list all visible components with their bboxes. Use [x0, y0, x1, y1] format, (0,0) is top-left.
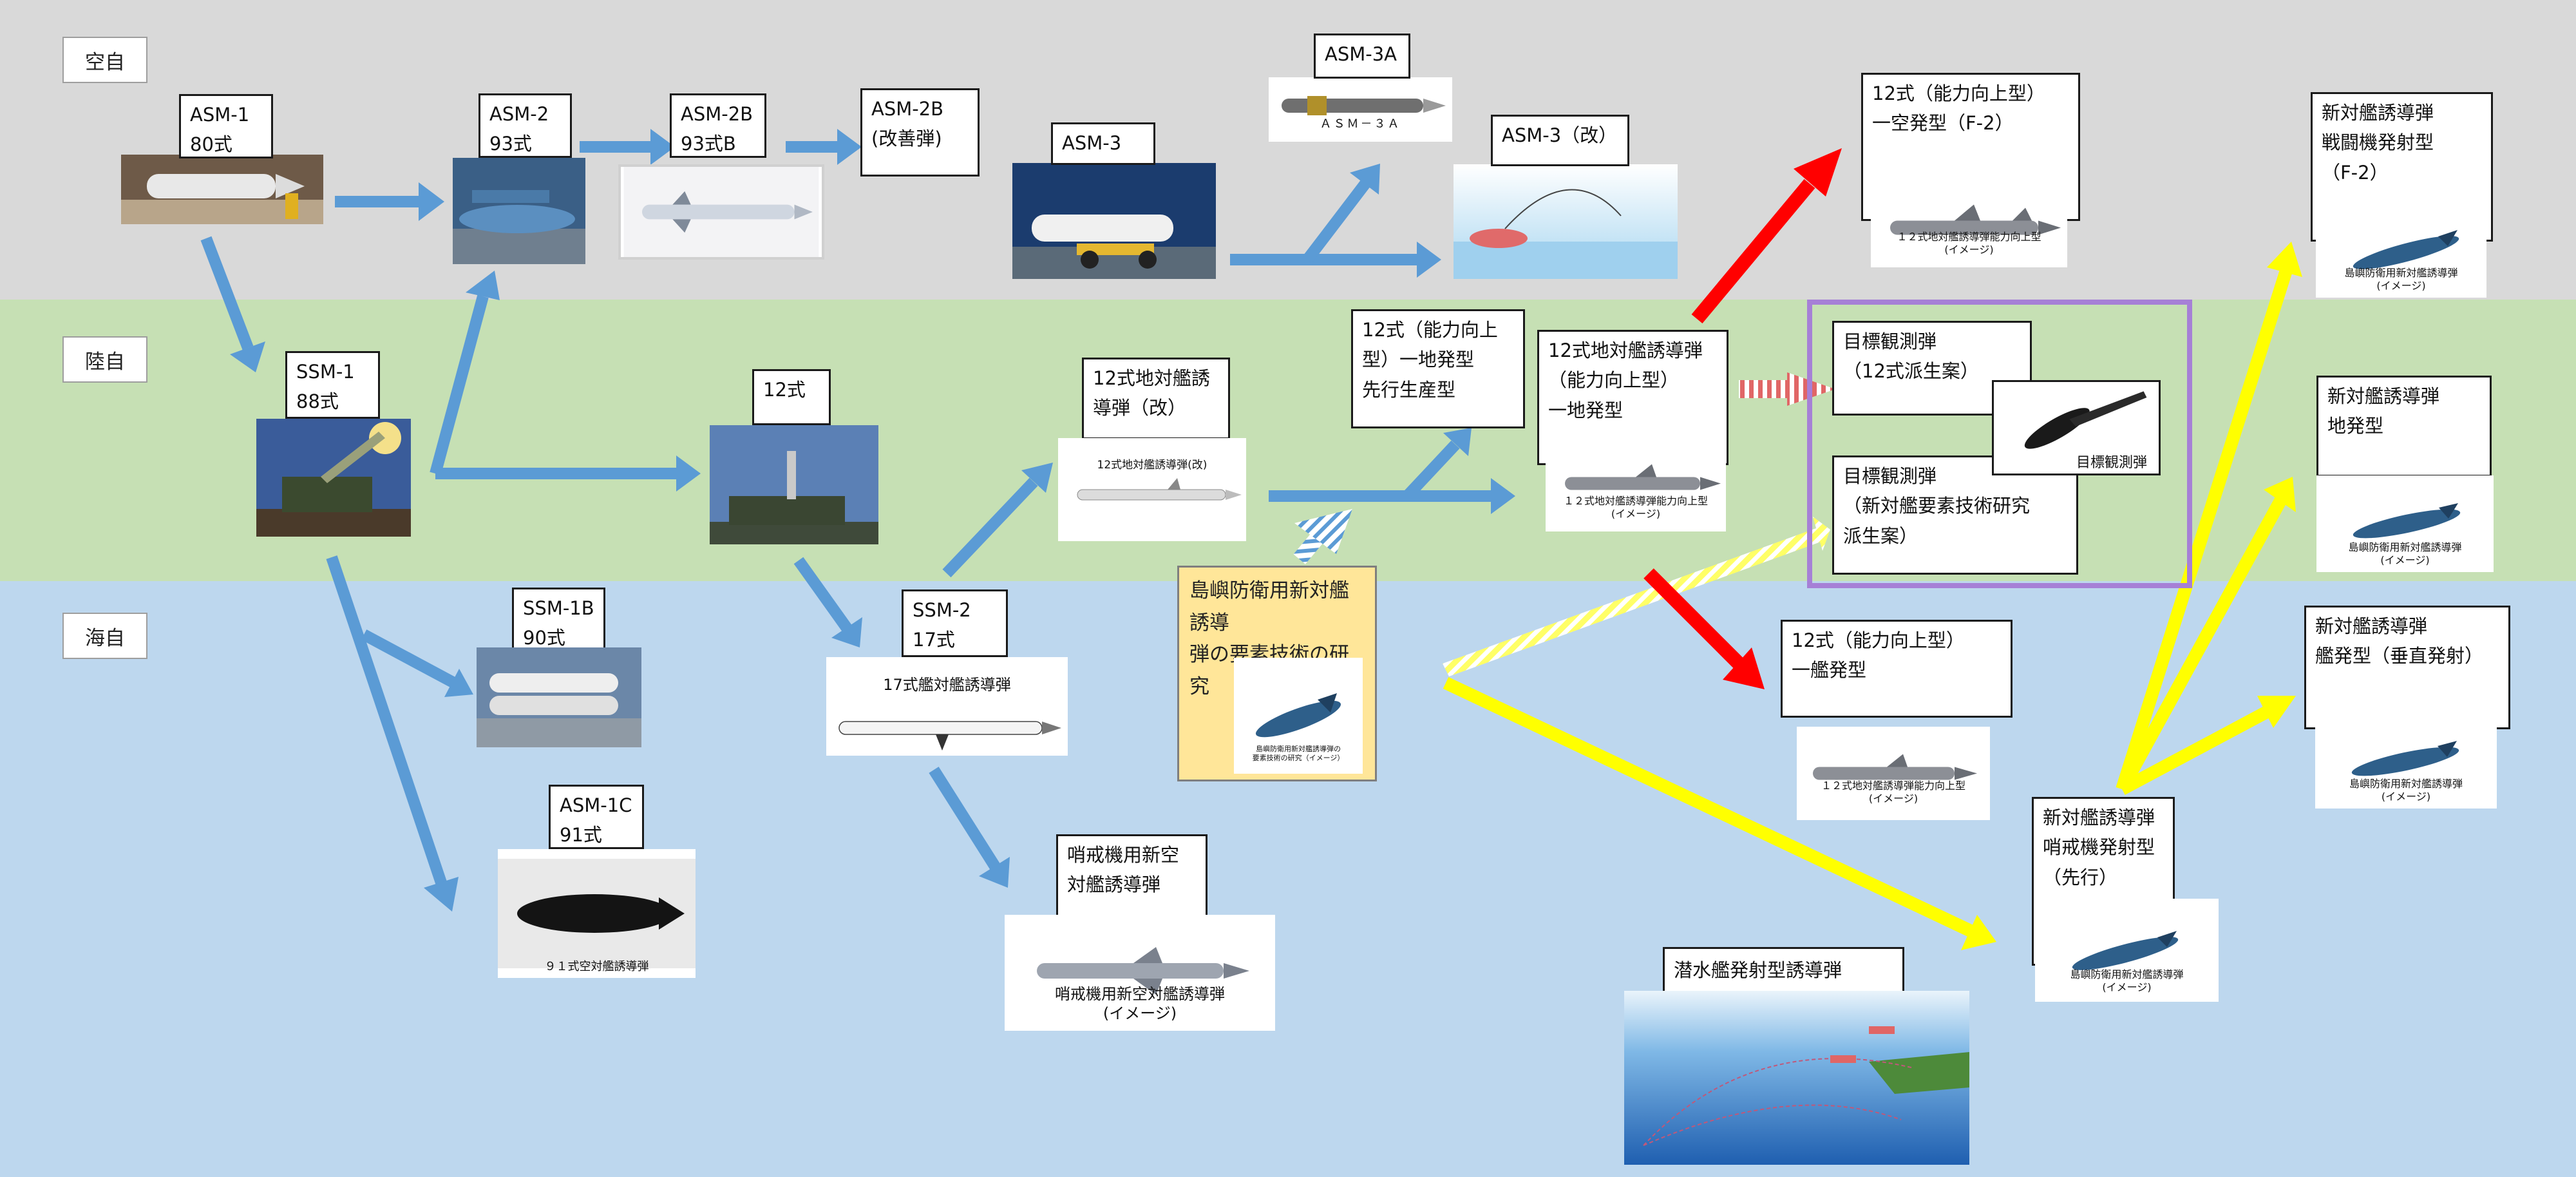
node-asm1: ASM-1 80式	[179, 94, 273, 158]
node-asm3: ASM-3	[1051, 122, 1155, 165]
12-ship-missile-img: １２式地対艦誘導弾能力向上型 (イメージ)	[1797, 727, 1990, 820]
new-patrol-caption: 島嶼防衛用新対艦誘導弾 (イメージ)	[2070, 968, 2184, 993]
ssm2-missile-img: 17式艦対艦誘導弾	[826, 657, 1068, 756]
12-ship-caption: １２式地対艦誘導弾能力向上型 (イメージ)	[1821, 780, 1965, 805]
new-ground-missile-img: 島嶼防衛用新対艦誘導弾 (イメージ)	[2316, 475, 2494, 572]
sea-label: 海自	[62, 613, 147, 659]
node-asm2b-improved: ASM-2B (改善弾)	[860, 88, 980, 177]
research-missile-img: 島嶼防衛用新対艦誘導弾の 要素技術の研究（イメージ）	[1234, 658, 1363, 774]
node-asm2: ASM-2 93式	[478, 93, 572, 158]
12-air-missile-caption: １２式地対艦誘導弾能力向上型 (イメージ)	[1897, 231, 2041, 256]
ssm1b-photo	[477, 647, 641, 747]
node-12-production: 12式（能力向上 型）一地発型 先行生産型	[1351, 309, 1525, 428]
patrol-caption: 哨戒機用新空対艦誘導弾 (イメージ)	[1055, 985, 1225, 1022]
new-patrol-missile-img: 島嶼防衛用新対艦誘導弾 (イメージ)	[2035, 899, 2219, 1002]
asm3a-caption: ＡＳＭ－３Ａ	[1320, 117, 1401, 131]
asm1-photo	[121, 155, 323, 224]
target-obs-missile-img: 目標観測弾	[1992, 380, 2161, 475]
new-ship-missile-img: 島嶼防衛用新対艦誘導弾 (イメージ)	[2315, 712, 2497, 809]
asm1c-caption: ９１式空対艦誘導弾	[544, 960, 649, 973]
node-new-ground: 新対艦誘導弾 地発型	[2316, 376, 2492, 477]
asm3kai-illustration	[1454, 164, 1678, 279]
asm2b-photo	[618, 164, 824, 260]
target-obs-caption: 目標観測弾	[2076, 455, 2147, 471]
asm3-photo	[1012, 163, 1216, 279]
new-fighter-missile-img: 島嶼防衛用新対艦誘導弾 (イメージ)	[2316, 201, 2486, 298]
research-caption: 島嶼防衛用新対艦誘導弾の 要素技術の研究（イメージ）	[1252, 745, 1345, 762]
node-12-ship: 12式（能力向上型） 一艦発型	[1781, 620, 2012, 718]
12-improved-caption: 12式地対艦誘導弾(改)	[1097, 459, 1208, 472]
new-ship-caption: 島嶼防衛用新対艦誘導弾 (イメージ)	[2349, 778, 2463, 803]
12-ground-caption: １２式地対艦誘導弾能力向上型 (イメージ)	[1563, 495, 1708, 520]
node-12-improved: 12式地対艦誘 導弾（改）	[1082, 358, 1230, 439]
new-ground-caption: 島嶼防衛用新対艦誘導弾 (イメージ)	[2348, 541, 2462, 566]
asm1c-photo: ９１式空対艦誘導弾	[498, 849, 696, 978]
node-ssm2: SSM-2 17式	[902, 589, 1008, 657]
node-ssm1: SSM-1 88式	[285, 351, 380, 419]
node-asm1c: ASM-1C 91式	[549, 785, 644, 849]
node-asm3-improved: ASM-3（改）	[1491, 115, 1629, 166]
asm3a-photo: ＡＳＭ－３Ａ	[1269, 77, 1452, 142]
submarine-illustration	[1624, 991, 1969, 1165]
12-improved-missile-img: 12式地対艦誘導弾(改)	[1058, 438, 1246, 541]
air-band	[0, 0, 2576, 300]
asm2-photo	[453, 158, 585, 264]
ssm1-photo	[256, 419, 411, 537]
target-observation-group	[1807, 300, 2192, 588]
12-ground-missile-img: １２式地対艦誘導弾能力向上型 (イメージ)	[1546, 438, 1726, 531]
node-patrol: 哨戒機用新空 対艦誘導弾	[1056, 834, 1208, 921]
ground-label: 陸自	[62, 336, 147, 383]
new-fighter-caption: 島嶼防衛用新対艦誘導弾 (イメージ)	[2344, 267, 2458, 292]
research-box: 島嶼防衛用新対艦誘導 弾の要素技術の研究 島嶼防衛用新対艦誘導弾の 要素技術の研…	[1177, 566, 1377, 781]
patrol-missile-img: 哨戒機用新空対艦誘導弾 (イメージ)	[1005, 915, 1275, 1031]
ssm2-caption: 17式艦対艦誘導弾	[883, 676, 1011, 694]
12-photo	[710, 425, 878, 544]
node-new-ship: 新対艦誘導弾 艦発型（垂直発射）	[2304, 606, 2510, 729]
node-12: 12式	[752, 369, 831, 425]
node-asm3a: ASM-3A	[1314, 33, 1410, 79]
node-submarine: 潜水艦発射型誘導弾	[1663, 947, 1904, 993]
12-air-missile-img: １２式地対艦誘導弾能力向上型 (イメージ)	[1871, 180, 2067, 267]
node-ssm1b: SSM-1B 90式	[512, 588, 605, 652]
air-label: 空自	[62, 37, 147, 83]
node-asm2b: ASM-2B 93式B	[670, 93, 766, 158]
